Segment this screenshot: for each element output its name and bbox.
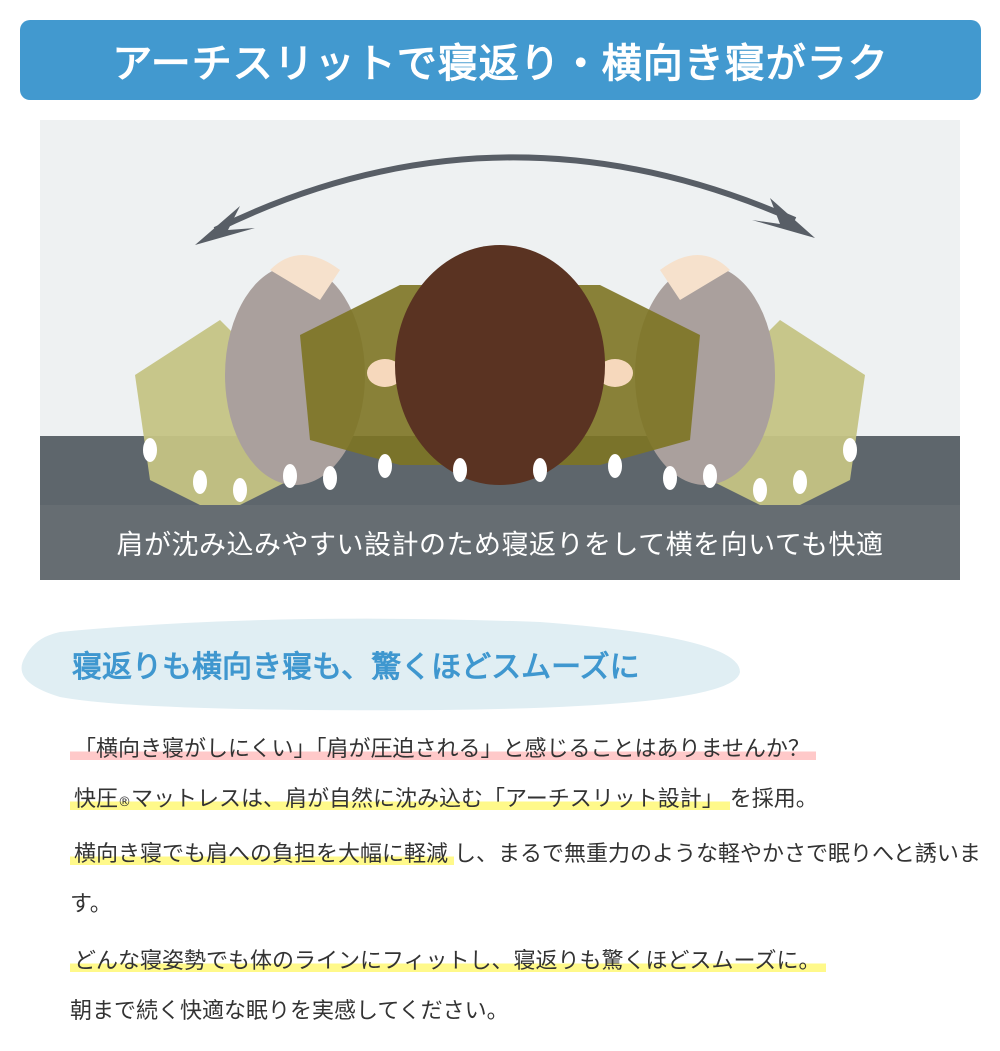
highlighted-text: どんな寝姿勢でも体のラインにフィットし、寝返りも驚くほどスムーズに。 — [70, 949, 827, 974]
highlighted-text: 快圧®マットレスは、肩が自然に沈み込む「アーチスリット設計」 — [70, 787, 730, 812]
registered-mark: ® — [118, 795, 132, 810]
paragraph-fit: どんな寝姿勢でも体のラインにフィットし、寝返りも驚くほどスムーズに。 朝まで続く… — [70, 937, 990, 1037]
plain-text: 朝まで続く快適な眠りを実感してください。 — [70, 999, 509, 1024]
sleeper-figures-image — [40, 154, 960, 580]
subheading-background-shape — [21, 618, 741, 711]
brand-name: 快圧 — [74, 787, 119, 812]
double-arrow-icon — [195, 154, 815, 245]
banner-title: アーチスリットで寝返り・横向き寝がラク — [112, 41, 889, 87]
paragraph-arch-slit: 快圧®マットレスは、肩が自然に沈み込む「アーチスリット設計」を採用。 — [70, 775, 818, 828]
paragraph-question: 「横向き寝がしにくい」「肩が圧迫される」と感じることはありませんか？ — [70, 725, 816, 775]
title-banner: アーチスリットで寝返り・横向き寝がラク — [20, 20, 981, 100]
arch-slit-text: マットレスは、肩が自然に沈み込む「アーチスリット設計」 — [131, 787, 724, 812]
rolling-over-illustration: 肩が沈み込みやすい設計のため寝返りをして横を向いても快適 — [40, 120, 960, 580]
highlighted-question: 「横向き寝がしにくい」「肩が圧迫される」と感じることはありませんか？ — [70, 737, 816, 762]
plain-text: し、まるで無重力のような軽やかさで眠りへと誘います。 — [70, 842, 981, 917]
subheading-text: 寝返りも横向き寝も、驚くほどスムーズに — [72, 650, 640, 685]
illustration-caption: 肩が沈み込みやすい設計のため寝返りをして横を向いても快適 — [116, 530, 884, 561]
plain-text: を採用。 — [729, 787, 818, 812]
illustration-caption-bar: 肩が沈み込みやすい設計のため寝返りをして横を向いても快適 — [40, 505, 960, 580]
paragraph-shoulder-relief: 横向き寝でも肩への負担を大幅に軽減し、まるで無重力のような軽やかさで眠りへと誘い… — [70, 830, 990, 930]
highlighted-text: 横向き寝でも肩への負担を大幅に軽減 — [70, 842, 455, 867]
section-subheading: 寝返りも横向き寝も、驚くほどスムーズに — [20, 612, 745, 712]
